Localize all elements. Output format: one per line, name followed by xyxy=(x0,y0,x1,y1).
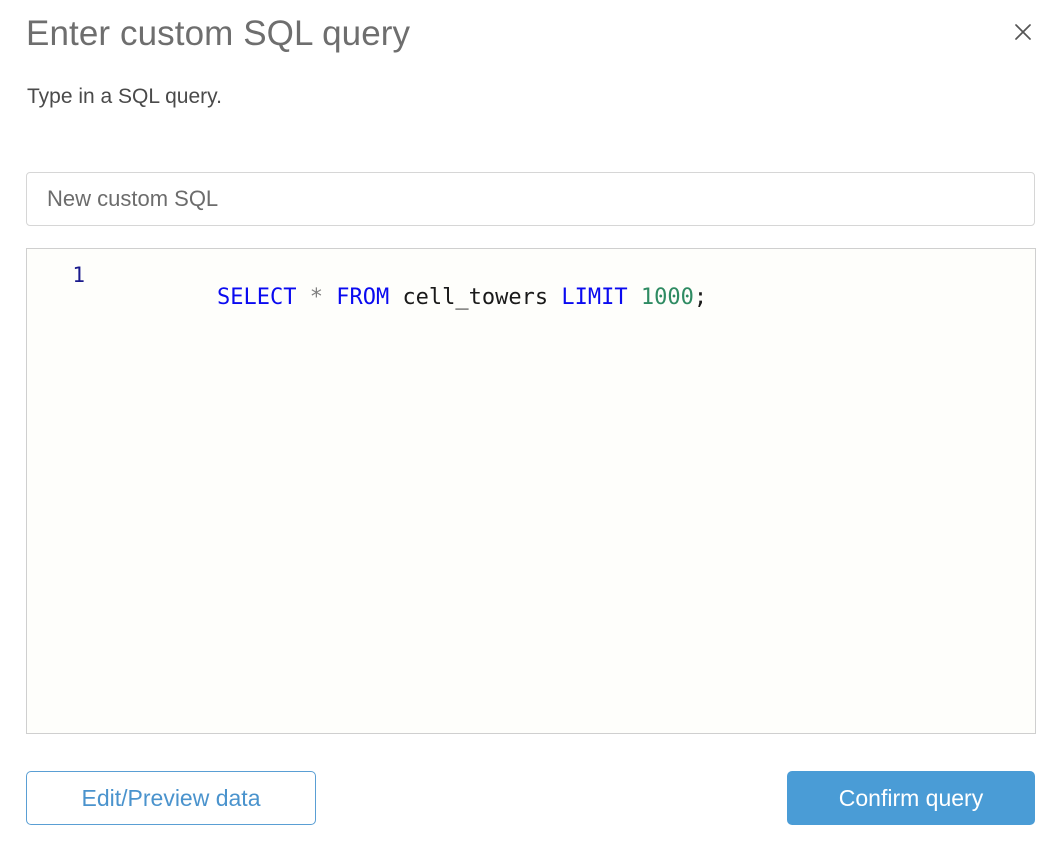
sql-token-space-1 xyxy=(296,285,309,310)
sql-editor[interactable]: 1 SELECT * FROM cell_towers LIMIT 1000; xyxy=(26,248,1036,734)
sql-token-number-limit-value: 1000 xyxy=(640,285,694,310)
sql-token-space-2 xyxy=(323,285,336,310)
sql-token-keyword-limit: LIMIT xyxy=(561,285,628,310)
close-icon xyxy=(1013,22,1033,42)
sql-token-semicolon: ; xyxy=(693,285,708,310)
sql-code-line[interactable]: SELECT * FROM cell_towers LIMIT 1000; xyxy=(93,265,707,331)
confirm-query-button[interactable]: Confirm query xyxy=(787,771,1035,825)
sql-token-space-3 xyxy=(389,285,402,310)
sql-token-keyword-select: SELECT xyxy=(216,285,297,310)
dialog-subtitle: Type in a SQL query. xyxy=(27,85,222,108)
edit-preview-data-button[interactable]: Edit/Preview data xyxy=(26,771,316,825)
query-name-input[interactable] xyxy=(26,172,1035,226)
line-number: 1 xyxy=(72,263,85,287)
sql-token-identifier-table: cell_towers xyxy=(402,285,549,310)
close-button[interactable] xyxy=(1005,14,1041,50)
editor-line: 1 SELECT * FROM cell_towers LIMIT 1000; xyxy=(27,249,1035,309)
sql-token-space-4 xyxy=(548,285,561,310)
sql-token-operator-star: * xyxy=(309,285,323,310)
sql-token-keyword-from: FROM xyxy=(336,285,390,310)
page-title: Enter custom SQL query xyxy=(26,14,411,53)
sql-token-space-5 xyxy=(628,285,641,310)
